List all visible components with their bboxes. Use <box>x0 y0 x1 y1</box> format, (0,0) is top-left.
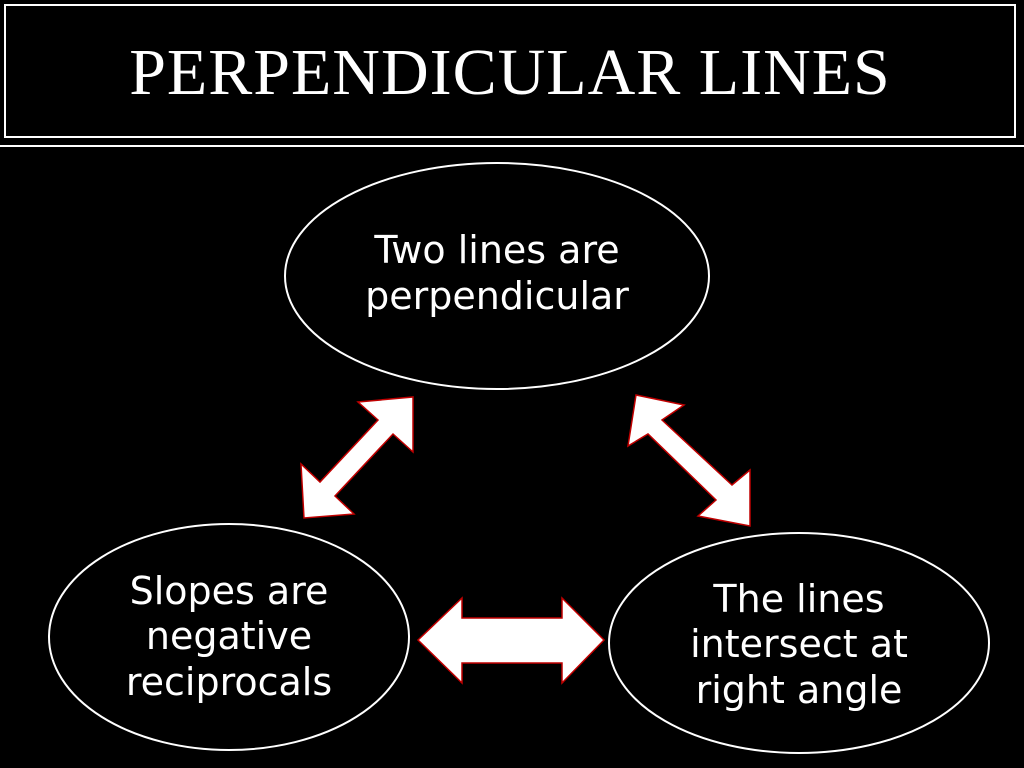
node-right-line-1: The lines <box>713 576 885 621</box>
node-left-line-1: Slopes are <box>129 568 329 613</box>
arrow-left-right-double-arrow <box>416 596 606 685</box>
node-left-line-2: negative <box>145 614 313 659</box>
node-right-label: The lines intersect at right angle <box>649 560 949 730</box>
node-top-ellipse <box>284 162 710 390</box>
arrow-top-left-double-arrow <box>300 396 414 519</box>
node-right-line-2: intersect at <box>690 622 908 667</box>
node-top-label: Two lines are perpendicular <box>332 214 662 334</box>
arrow-top-right-double-arrow <box>627 394 751 527</box>
title-divider <box>0 145 1024 147</box>
node-right-ellipse <box>608 532 990 754</box>
node-left-label: Slopes are negative reciprocals <box>84 552 374 722</box>
node-left-ellipse <box>48 523 410 751</box>
title-box: PERPENDICULAR LINES <box>4 4 1016 138</box>
node-right-line-3: right angle <box>695 667 903 712</box>
node-left-line-3: reciprocals <box>125 659 333 704</box>
slide-title: PERPENDICULAR LINES <box>129 36 891 109</box>
node-top-line-2: perpendicular <box>365 274 629 318</box>
node-top-line-1: Two lines are <box>374 228 620 273</box>
